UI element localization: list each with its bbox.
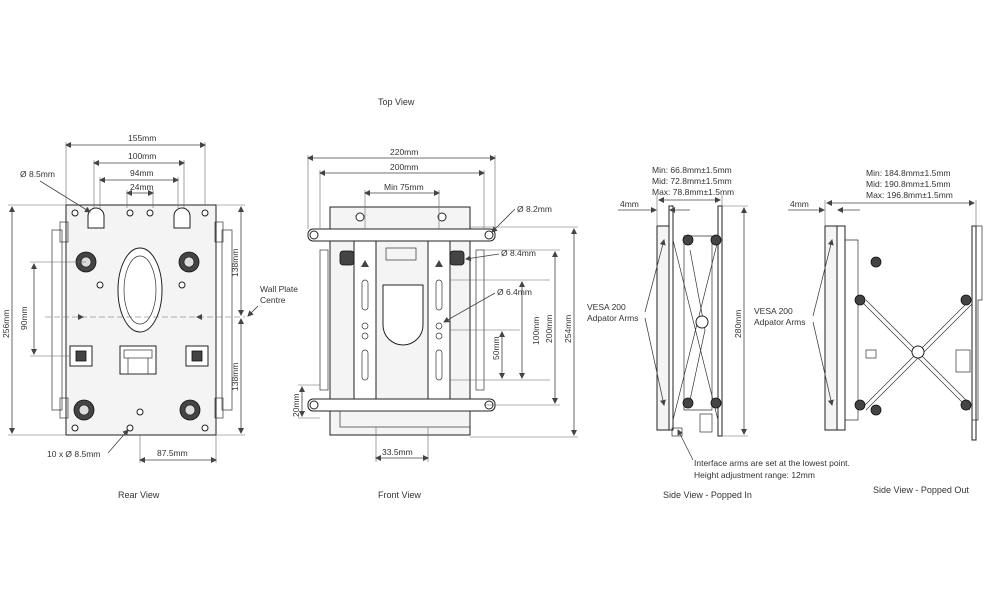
dim-50mm: 50mm	[491, 336, 501, 360]
front-view: 220mm 200mm Min 75mm Ø 8.2mm Ø 8.4mm Ø 6…	[291, 147, 578, 462]
side-view-popped-out: Min: 184.8mm±1.5mm Mid: 190.8mm±1.5mm Ma…	[754, 168, 983, 441]
side-in-280mm: 280mm	[733, 310, 743, 338]
side-out-min: Min: 184.8mm±1.5mm	[866, 168, 951, 178]
dim-hole-6-4mm: Ø 6.4mm	[497, 287, 532, 297]
caption-side-popped-in: Side View - Popped In	[663, 490, 752, 500]
dim-min-75mm: Min 75mm	[384, 182, 424, 192]
front-arm-left	[353, 240, 377, 400]
dim-hole-8-4mm: Ø 8.4mm	[501, 248, 536, 258]
dim-138mm-lower: 138mm	[230, 363, 240, 391]
dim-hole-8-2mm: Ø 8.2mm	[517, 204, 552, 214]
side-in-note-1: Interface arms are set at the lowest poi…	[694, 458, 850, 468]
side-in-min: Min: 66.8mm±1.5mm	[652, 165, 732, 175]
dim-138mm-upper: 138mm	[230, 249, 240, 277]
front-arm-right	[427, 240, 451, 400]
side-in-note-2: Height adjustment range: 12mm	[694, 470, 815, 480]
dim-87-5mm: 87.5mm	[157, 448, 188, 458]
dim-200mm: 200mm	[390, 162, 418, 172]
dim-100mm-vertical: 100mm	[531, 317, 541, 345]
side-in-vesa-label-2: Adpator Arms	[587, 313, 639, 323]
side-out-4mm: 4mm	[790, 199, 809, 209]
dim-256mm: 256mm	[1, 310, 11, 338]
side-in-mid: Mid: 72.8mm±1.5mm	[652, 176, 732, 186]
side-out-mid: Mid: 190.8mm±1.5mm	[866, 179, 951, 189]
dim-94mm: 94mm	[130, 168, 154, 178]
dim-100mm: 100mm	[128, 151, 156, 161]
side-out-max: Max: 196.8mm±1.5mm	[866, 190, 953, 200]
wall-plate-centre-label: Wall Plate	[260, 284, 298, 294]
dim-hole-8-5mm: Ø 8.5mm	[20, 169, 55, 179]
side-view-popped-in: Min: 66.8mm±1.5mm Mid: 72.8mm±1.5mm Max:…	[587, 165, 850, 480]
dim-20mm: 20mm	[291, 393, 301, 417]
dim-90mm: 90mm	[19, 306, 29, 330]
front-bottom-rail	[307, 398, 496, 412]
side-in-4mm: 4mm	[620, 199, 639, 209]
caption-rear-view: Rear View	[118, 490, 160, 500]
side-out-vesa-label: VESA 200	[754, 306, 793, 316]
side-out-vesa-label-2: Adpator Arms	[754, 317, 806, 327]
side-in-vesa-label: VESA 200	[587, 302, 626, 312]
dim-155mm: 155mm	[128, 133, 156, 143]
rear-view: 155mm 100mm 94mm 24mm Ø 8.5mm 256mm 90mm…	[1, 133, 298, 463]
wall-plate-centre-label-2: Centre	[260, 295, 286, 305]
dim-200mm-vertical: 200mm	[544, 315, 554, 343]
dim-24mm: 24mm	[130, 182, 154, 192]
rear-knob-br	[179, 399, 201, 421]
dim-10-holes: 10 x Ø 8.5mm	[47, 449, 100, 459]
dim-220mm: 220mm	[390, 147, 418, 157]
rear-center-slot	[117, 247, 163, 333]
dim-33-5mm: 33.5mm	[382, 447, 413, 457]
caption-front-view: Front View	[378, 490, 421, 500]
rear-knob-tr	[178, 251, 200, 273]
dim-254mm: 254mm	[563, 315, 573, 343]
front-top-rail	[307, 228, 496, 242]
caption-side-popped-out: Side View - Popped Out	[873, 485, 969, 495]
side-in-max: Max: 78.8mm±1.5mm	[652, 187, 734, 197]
rear-knob-bl	[73, 399, 95, 421]
caption-top-view: Top View	[378, 97, 415, 107]
